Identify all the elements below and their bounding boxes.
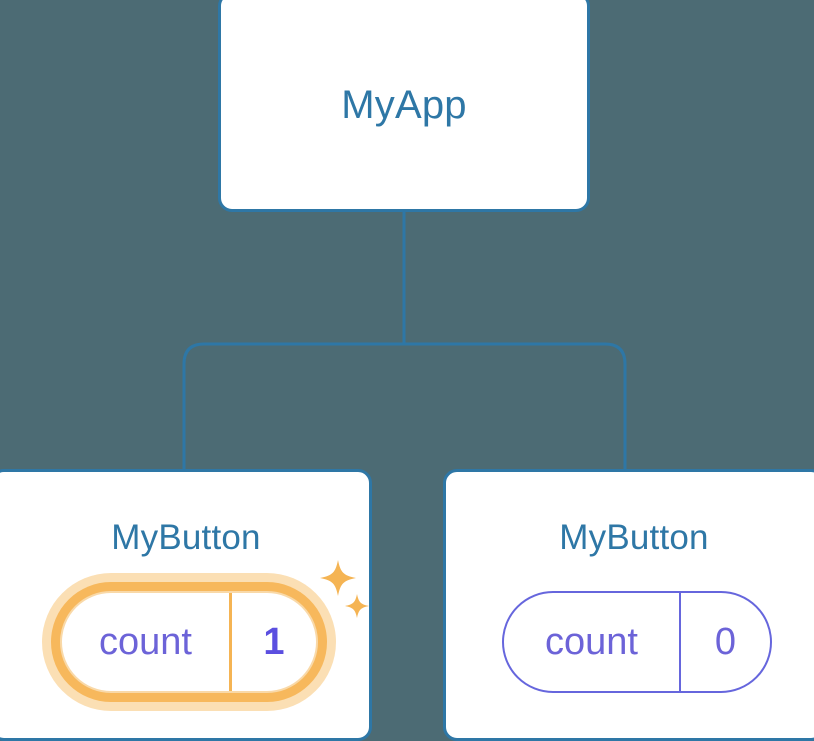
node-mybutton-left[interactable]: MyButton count 1 xyxy=(0,469,372,741)
node-mybutton-right[interactable]: MyButton count 0 xyxy=(443,469,814,741)
node-myapp-label: MyApp xyxy=(341,83,467,127)
state-key-right: count xyxy=(504,593,681,691)
edge-root-to-child-right xyxy=(403,342,627,470)
state-pill-left-wrap: count 1 xyxy=(3,572,375,712)
state-value-left: 1 xyxy=(263,620,285,663)
node-mybutton-right-label: MyButton xyxy=(559,518,709,557)
node-mybutton-left-label: MyButton xyxy=(111,518,261,557)
state-pill-left[interactable]: count 1 xyxy=(60,591,318,693)
state-key-left: count xyxy=(62,593,232,691)
node-myapp[interactable]: MyApp xyxy=(218,0,590,212)
state-value-right: 0 xyxy=(714,620,737,663)
edge-root-to-child-left xyxy=(182,342,405,470)
state-pill-right[interactable]: count 0 xyxy=(502,591,772,693)
state-pill-right-wrap: count 0 xyxy=(446,572,814,712)
